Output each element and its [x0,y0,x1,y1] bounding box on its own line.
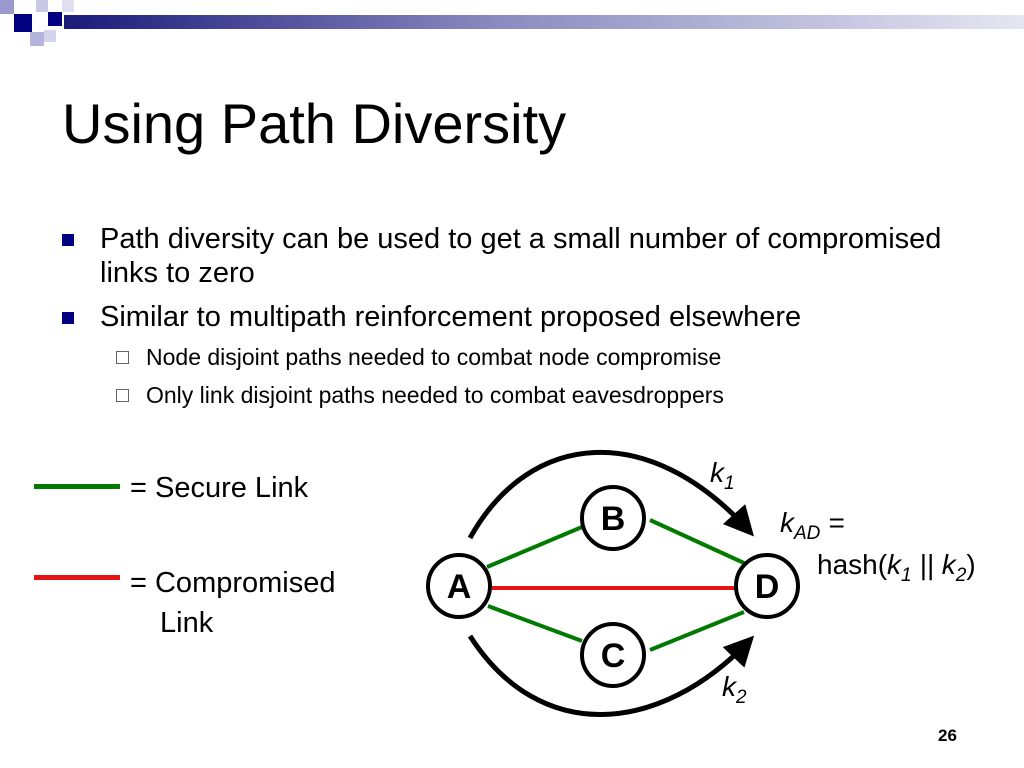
page-number: 26 [938,726,957,745]
deco-square [30,32,44,46]
deco-square [48,12,62,26]
hollow-square-bullet-icon [116,351,129,364]
sub-bullet-list: Node disjoint paths needed to combat nod… [100,338,962,414]
node-d: D [734,553,800,619]
square-bullet-icon [62,312,74,324]
bullet-item: Path diversity can be used to get a smal… [62,222,962,290]
edge-b-d [649,518,745,565]
bullet-text: Path diversity can be used to get a smal… [100,223,942,289]
deco-square [62,0,74,12]
k1-label: k1 [710,457,735,494]
kad-hash-formula: hash(k1 || k2) [817,549,976,586]
compromised-link-legend-label: = Compromised [130,567,336,599]
sub-bullet-text: Only link disjoint paths needed to comba… [146,382,724,408]
kad-label: kAD = [780,507,845,544]
sub-bullet-item: Only link disjoint paths needed to comba… [100,376,962,414]
hollow-square-bullet-icon [116,389,129,402]
node-b-label: B [601,500,626,538]
edge-a-c [487,604,583,643]
deco-square [0,0,14,14]
secure-link-legend-line [34,484,120,489]
slide-title: Using Path Diversity [62,92,567,155]
k2-label: k2 [722,671,747,708]
bullet-text: Similar to multipath reinforcement propo… [100,301,802,333]
deco-square [44,30,56,42]
node-a-label: A [447,568,472,606]
edge-c-d [649,610,745,652]
k2-path-arrow [467,634,755,717]
edge-a-b [486,525,583,569]
sub-bullet-item: Node disjoint paths needed to combat nod… [100,338,962,376]
bullet-item: Similar to multipath reinforcement propo… [62,300,962,414]
compromised-link-legend-label-line2: Link [160,607,214,639]
node-c-label: C [601,637,626,675]
node-c: C [580,622,646,688]
deco-square [36,0,48,12]
sub-bullet-text: Node disjoint paths needed to combat nod… [146,344,722,370]
k1-path-arrow [467,450,754,540]
compromised-link-legend-line [34,575,120,580]
corner-decoration [0,0,1024,60]
bullet-list: Path diversity can be used to get a smal… [62,222,962,424]
node-d-label: D [755,568,780,606]
node-b: B [580,485,646,551]
header-gradient-bar [64,15,1024,29]
secure-link-legend-label: = Secure Link [130,472,309,504]
deco-square [14,14,32,32]
node-a: A [426,553,492,619]
square-bullet-icon [62,234,74,246]
